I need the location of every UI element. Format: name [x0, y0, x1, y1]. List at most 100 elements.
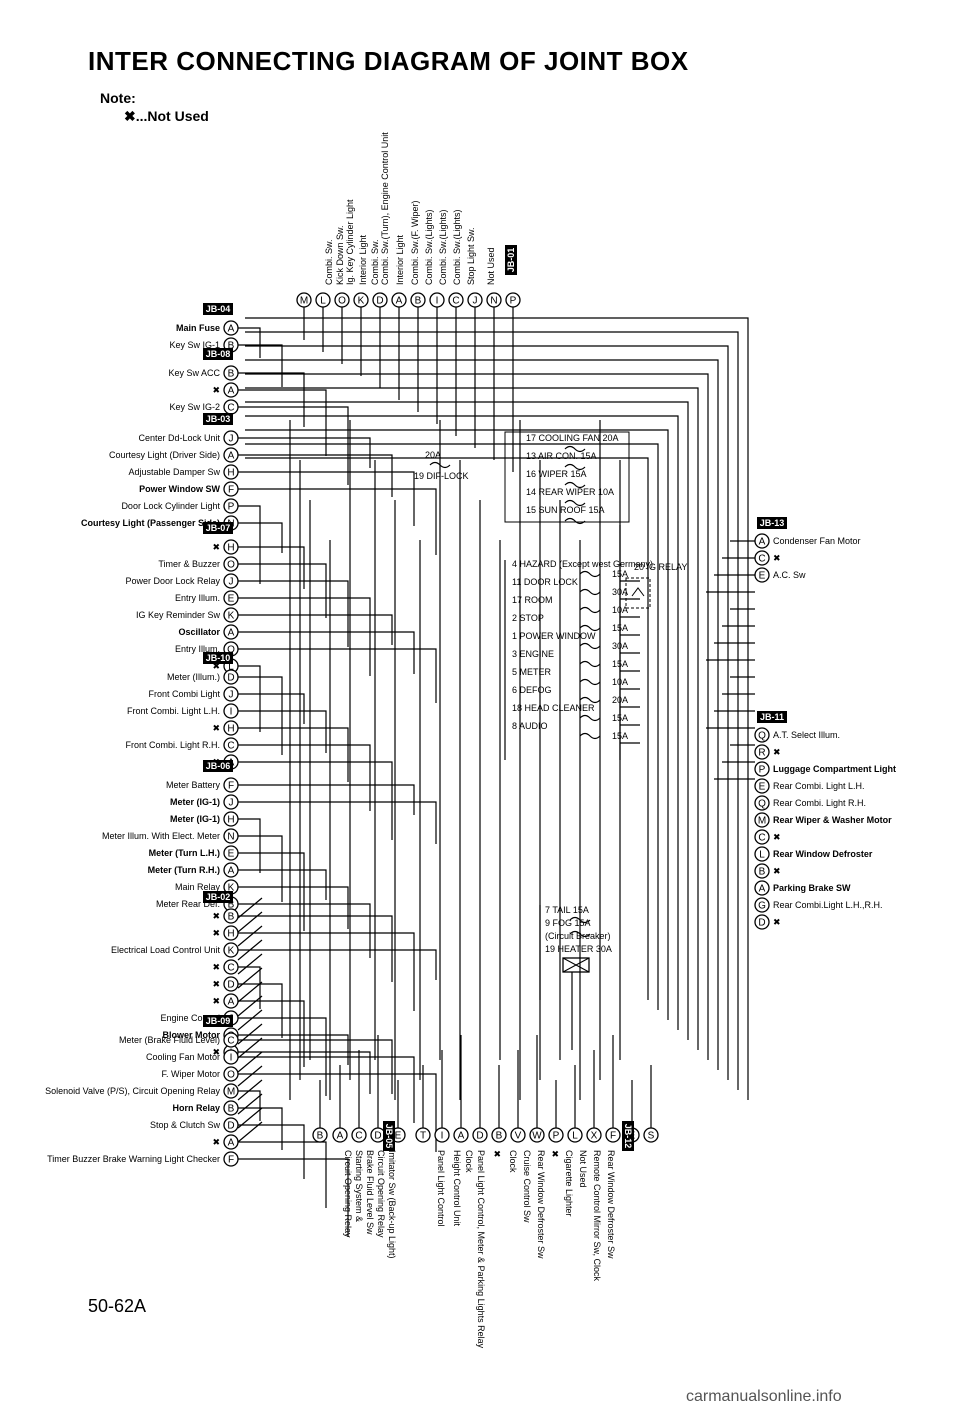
jb12-label-1: Height Control Unit	[452, 1150, 462, 1227]
left-jb-5-label: JB-06	[206, 761, 231, 771]
left-pin-5-6-letter: K	[228, 883, 235, 894]
left-pin-7-5-circle	[223, 1117, 239, 1133]
left-jb-3-box	[203, 522, 233, 534]
jb12-pin-3-letter: D	[476, 1131, 483, 1142]
left-pin-5-4-letter: E	[228, 849, 235, 860]
left-pin-5-5-circle	[223, 862, 239, 878]
jb12-label-4: ✖	[492, 1150, 502, 1158]
left-pin-2-4-letter: P	[228, 502, 235, 513]
fuse-lower-symbol-1	[569, 930, 591, 938]
left-label-3-1: Timer & Buzzer	[158, 559, 220, 569]
diag-wire-10	[237, 1037, 263, 1059]
fuse-upper-label-1: 13 AIR CON. 15A	[526, 451, 597, 461]
left-pin-4-2-letter: I	[230, 707, 233, 718]
bus-wire-7	[245, 415, 679, 1030]
right-pin-1-8-letter: B	[759, 867, 766, 878]
left-label-2-5: Courtesy Light (Passenger Side)	[81, 518, 220, 528]
left-stub-42	[238, 1039, 393, 1094]
fuse-mid-amp-0: 15A	[612, 569, 628, 579]
jb05-pin-2-letter: C	[355, 1131, 362, 1142]
right-pin-1-1-circle	[754, 744, 770, 760]
jb01-pin-6-circle	[410, 292, 426, 308]
left-stub-47	[238, 1124, 305, 1179]
right-label-0-1: ✖	[773, 553, 781, 563]
dif-lock-symbol	[429, 461, 451, 469]
left-label-3-7: ✖	[212, 661, 220, 671]
left-label-1-1: ✖	[212, 385, 220, 395]
left-label-2-2: Adjustable Damper Sw	[128, 467, 220, 477]
jb05-pin-2-circle	[351, 1127, 367, 1143]
right-pin-1-11-circle	[754, 914, 770, 930]
fuse-lower-label-0: 7 TAIL 15A	[545, 905, 589, 915]
left-jb-3: JB-07	[203, 522, 233, 534]
fuse-upper-symbol-2	[564, 481, 586, 489]
right-label-1-0: A.T. Select Illum.	[773, 730, 840, 740]
bus-wire-2	[245, 345, 729, 1080]
left-pin-0-0-letter: A	[228, 324, 235, 335]
jb05-tag-label: JB-05	[384, 1124, 394, 1149]
left-pin-3-4-circle	[223, 607, 239, 623]
jb12-pin-9-letter: X	[591, 1131, 598, 1142]
right-pin-0-0-circle	[754, 533, 770, 549]
left-label-7-5: Stop & Clutch Sw	[150, 1120, 221, 1130]
fuse-box-upper	[504, 431, 630, 523]
jb01-label-1: Kick Down Sw.	[335, 225, 345, 285]
left-pin-4-4-circle	[223, 737, 239, 753]
left-label-2-0: Center Dd-Lock Unit	[138, 433, 220, 443]
bus-wire-3	[245, 359, 719, 1070]
jb12-label-2: Clock	[464, 1150, 474, 1173]
left-pin-1-0-letter: B	[228, 369, 235, 380]
right-label-1-5: Rear Wiper & Washer Motor	[773, 815, 892, 825]
left-pin-3-2-circle	[223, 573, 239, 589]
jb05-label-1: Starting System &	[354, 1150, 364, 1222]
jb01-pin-0-circle	[296, 292, 312, 308]
left-label-4-2: Front Combi. Light L.H.	[127, 706, 220, 716]
page-number: 50-62A	[88, 1296, 147, 1316]
note-legend: ✖...Not Used	[124, 108, 209, 124]
right-pin-0-1-letter: C	[758, 554, 765, 565]
left-jb-5: JB-06	[203, 760, 233, 772]
right-label-1-4: Rear Combi. Light R.H.	[773, 798, 866, 808]
jb12-label-12: Rear Window Defroster Sw	[606, 1150, 616, 1259]
right-label-1-7: Rear Window Defroster	[773, 849, 873, 859]
jb05-pin-3-letter: D	[374, 1131, 381, 1142]
fuse-mid-label-4: 1 POWER WINDOW	[512, 631, 596, 641]
diag-wire-7	[237, 995, 263, 1017]
left-pin-4-0-circle	[223, 669, 239, 685]
jb01-pin-5-circle	[391, 292, 407, 308]
jb12-pin-9-circle	[586, 1127, 602, 1143]
left-label-2-1: Courtesy Light (Driver Side)	[109, 450, 220, 460]
bus-wire-1	[245, 331, 739, 1090]
fuse-lower-label-1: 9 FOG 15A	[545, 918, 591, 928]
left-stub-4	[238, 406, 349, 485]
left-pin-2-0-letter: J	[229, 434, 234, 445]
fuse-mid-label-6: 5 METER	[512, 667, 552, 677]
left-label-5-1: Meter (IG-1)	[170, 797, 220, 807]
left-stub-27	[238, 818, 261, 873]
diag-wire-16	[237, 1121, 263, 1143]
right-pin-1-8-circle	[754, 863, 770, 879]
jb12-pin-5-circle	[510, 1127, 526, 1143]
jb01-pin-9-circle	[467, 292, 483, 308]
left-stub-10	[238, 522, 283, 553]
fuse-upper-label-4: 15 SUN ROOF 15A	[526, 505, 605, 515]
right-label-0-2: A.C. Sw	[773, 570, 806, 580]
jb12-pin-3-circle	[472, 1127, 488, 1143]
left-jb-5-box	[203, 760, 233, 772]
fuse-mid-symbol-0	[579, 570, 601, 578]
left-stub-21	[238, 710, 327, 753]
left-label-3-2: Power Door Lock Relay	[125, 576, 220, 586]
diag-wire-14	[237, 1093, 263, 1115]
right-label-1-2: Luggage Compartment Light	[773, 764, 896, 774]
bus-wire-8	[245, 429, 669, 1020]
jb12-label-11: Remote Control Mirror Sw, Clock	[592, 1150, 602, 1282]
left-stub-16	[238, 631, 415, 674]
fuse-mid-amp-8: 15A	[612, 713, 628, 723]
left-stub-35	[238, 949, 437, 980]
right-pin-0-2-letter: E	[759, 571, 766, 582]
left-pin-5-3-circle	[223, 828, 239, 844]
bus-wire-4	[245, 373, 709, 1060]
left-stub-12	[238, 563, 327, 618]
left-label-7-0: Meter (Brake Fluid Level)	[119, 1035, 220, 1045]
right-pin-1-6-circle	[754, 829, 770, 845]
